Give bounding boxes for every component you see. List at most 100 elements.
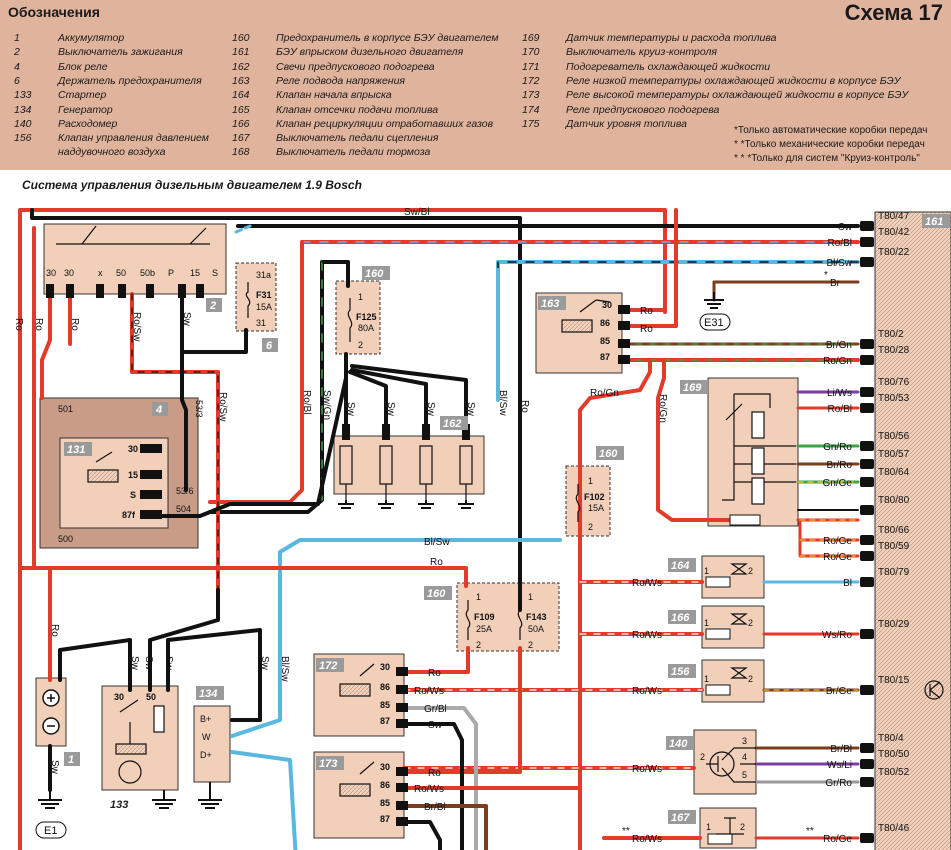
legend-entry-number: 6 <box>14 74 20 87</box>
wl-sw-a: Sw <box>181 312 192 327</box>
ecu-wire-label: Ro/Ge <box>823 536 852 547</box>
battery-symbol <box>42 689 60 735</box>
wl-sw-162a: Sw <box>345 402 356 417</box>
badge-166-bg <box>668 610 696 624</box>
component-badges: 2 6 4 131 160 162 163 169 160 160 164 16… <box>64 214 950 824</box>
f143-name: F143 <box>526 612 547 622</box>
rb-501: 501 <box>58 404 73 414</box>
ground-134-icon <box>198 782 222 809</box>
badge-167: 167 <box>671 812 690 824</box>
badge-1: 1 <box>68 754 74 766</box>
starter-30: 30 <box>114 692 124 702</box>
wl-ro-ws-140: Ro/Ws <box>632 764 662 775</box>
rb-500: 500 <box>58 534 73 544</box>
m140-2: 2 <box>700 752 705 762</box>
contact-131 <box>95 451 113 463</box>
conn-173-87 <box>396 817 408 826</box>
f109-tin: 1 <box>476 592 481 602</box>
conn-ign-30b <box>66 284 74 298</box>
wl-gr-bl-172: Gr/Bl <box>424 704 447 715</box>
conn-glow-4 <box>462 424 470 440</box>
wl-sw-162d: Sw <box>465 402 476 417</box>
badge-172: 172 <box>319 660 337 672</box>
ground-glow-1-icon <box>338 500 354 509</box>
badge-162-bg <box>440 416 468 430</box>
wl-ro-163a: Ro <box>640 306 653 317</box>
ground-glow-2-icon <box>378 500 394 509</box>
gen-d: D+ <box>200 750 212 760</box>
footnote: *Только автоматические коробки передач <box>734 125 928 136</box>
flow-meter-140-box <box>693 729 757 795</box>
conn-t80-4 <box>860 743 874 753</box>
ecu-wire-label: Br/Ge <box>826 686 853 697</box>
f102-rating: 15A <box>588 503 604 513</box>
conn-131-s <box>140 490 162 499</box>
ecu-wire-label: Ro/Gn <box>823 356 852 367</box>
badge-156: 156 <box>671 666 690 678</box>
f143-tin: 1 <box>528 592 533 602</box>
wire-sw-ign-15 <box>180 292 188 492</box>
conn-164-a <box>705 576 731 588</box>
ign-term-5: P <box>168 268 174 278</box>
e31-label: E31 <box>704 317 724 329</box>
wire-sw-t80-47-blue <box>234 224 252 234</box>
ign-term-4: 50b <box>140 268 155 278</box>
fuse-f143-symbol <box>517 600 523 640</box>
conn-t80-50 <box>860 759 874 769</box>
badge-134-bg <box>196 686 224 700</box>
badge-131: 131 <box>67 444 85 456</box>
wl-ro-sw-b: Ro/Sw <box>217 392 228 422</box>
conn-163-85 <box>618 339 630 348</box>
starter-133-box <box>101 685 179 791</box>
wire-bl-sw-t80-22-dash <box>497 261 859 271</box>
wl-sw-bl-top: Sw/Bl <box>404 207 430 218</box>
legend-entry-number: 175 <box>522 117 540 130</box>
e31-label-box <box>699 313 731 331</box>
r172-86: 86 <box>380 682 390 692</box>
wire-bl-sw-mid <box>230 538 562 738</box>
ground-labels: E31 E1 <box>35 313 731 839</box>
legend-entry-text: Реле подвода напряжения <box>276 74 406 87</box>
legend-entry-number: 170 <box>522 46 540 59</box>
valve-166-box <box>701 605 765 649</box>
ecu-pin-label: T80/53 <box>878 393 910 404</box>
r173-30: 30 <box>380 762 390 772</box>
m140-5: 5 <box>742 770 747 780</box>
wire-ro-163-86 <box>620 208 678 328</box>
wl-ro-ws-167: Ro/Ws <box>632 834 662 845</box>
badge-156-bg <box>668 664 696 678</box>
badge-160b-bg <box>596 446 624 460</box>
wire-bl-sw-gen <box>230 750 298 850</box>
wire-ro-30a <box>40 292 52 400</box>
badge-172-bg <box>316 658 344 672</box>
legend-entry-text: Клапан управления давлением <box>58 132 209 145</box>
ecu-wire-label: Gn/Ro <box>823 442 852 453</box>
badge-160a-bg <box>362 266 390 280</box>
conn-t80-64 <box>860 477 874 487</box>
v166-1: 1 <box>704 618 709 628</box>
conn-t80-15 <box>860 685 874 695</box>
conn-t80-56 <box>860 441 874 451</box>
resistor-169-b <box>751 447 765 475</box>
f109-rating: 25A <box>476 624 492 634</box>
ecu-pin-label: T80/79 <box>878 567 910 578</box>
conn-t80-57 <box>860 459 874 469</box>
fuse-160-bottom-box <box>456 582 560 652</box>
conn-131-15 <box>140 470 162 479</box>
component-boxes <box>35 211 951 850</box>
ecu-output-leads <box>929 681 941 699</box>
wl-br-e31: Br <box>830 278 841 289</box>
f143-tout: 2 <box>528 640 533 650</box>
ecu-wire-label: Li/Ws <box>827 388 852 399</box>
wl-bl-sw-mid: Bl/Sw <box>424 537 450 548</box>
glow-plug-1 <box>339 445 353 500</box>
wl-ro-ws-164: Ro/Ws <box>632 578 662 589</box>
wire-sw-173 <box>402 820 442 850</box>
